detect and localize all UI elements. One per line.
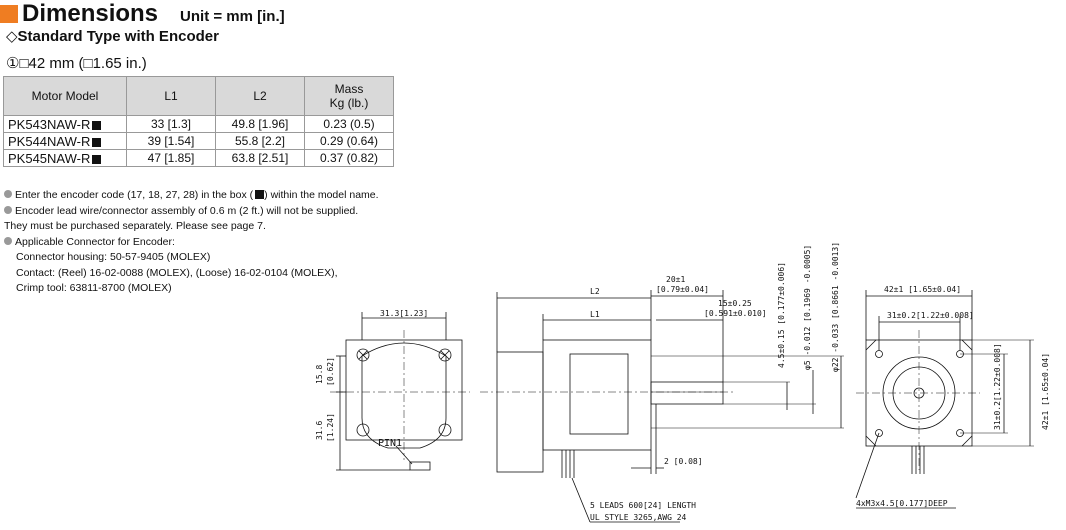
dim-158-in-label: [0.62] — [326, 357, 335, 386]
deep-leader — [855, 432, 880, 499]
l2-cell: 63.8 [2.51] — [215, 149, 305, 167]
code-box-icon — [92, 120, 102, 130]
side-view: L2 L1 20±1 [0.79±0.04] 15±0.25 [0.591±0.… — [480, 242, 844, 523]
dim-31-label: 31±0.2[1.22±0.008] — [887, 311, 974, 320]
tapped-hole-icon — [875, 350, 883, 358]
pin1-label: PIN1 — [378, 438, 402, 449]
mass-cell: 0.23 (0.5) — [304, 115, 394, 133]
col-mass: Mass Kg (lb.) — [304, 76, 394, 116]
table-header-row: Motor Model L1 L2 Mass Kg (lb.) — [3, 76, 394, 116]
dim-2-label: 2 [0.08] — [664, 457, 703, 466]
model-name: PK544NAW-R — [8, 133, 91, 149]
note-item: Connector housing: 50-57-9405 (MOLEX) — [16, 251, 211, 263]
l1-cell: 47 [1.85] — [126, 149, 216, 167]
header: Dimensions Unit = mm [in.] — [0, 0, 285, 28]
page-title: Dimensions — [22, 0, 159, 27]
flange-chamfers — [865, 339, 973, 447]
tapped-hole-icon — [875, 429, 883, 437]
lead-wires — [561, 450, 575, 478]
motor-stator-outline — [569, 353, 629, 435]
size-label: ①□42 mm (□1.65 in.) — [6, 55, 147, 72]
lead-leader — [571, 477, 591, 523]
dim-phi22-label: φ22 -0.033 [0.8661 -0.0013] — [831, 242, 840, 372]
mount-hole-icon — [356, 423, 370, 437]
mass-cell: 0.29 (0.64) — [304, 132, 394, 150]
dim-313-label: 31.3[1.23] — [380, 309, 428, 318]
notes: Enter the encoder code (17, 18, 27, 28) … — [4, 188, 379, 297]
encoder-housing-outline — [496, 351, 544, 473]
spec-table: Motor Model L1 L2 Mass Kg (lb.) PK543NAW… — [3, 76, 394, 167]
col-l2: L2 — [215, 76, 305, 116]
mount-hole-cross — [358, 350, 368, 360]
front-lead-wires — [911, 446, 925, 474]
dim-20-in-label: [0.79±0.04] — [656, 285, 709, 294]
motor-body-outline — [542, 339, 652, 451]
l2-label: L2 — [590, 287, 600, 296]
dim-42-label: 42±1 [1.65±0.04] — [884, 285, 961, 294]
table-row: PK545NAW-R 47 [1.85] 63.8 [2.51] 0.37 (0… — [3, 149, 394, 167]
dim-15-label: 15±0.25 — [718, 299, 752, 308]
leads-label-2: UL STYLE 3265,AWG 24 — [590, 513, 687, 522]
col-mass-unit: Kg (lb.) — [329, 96, 369, 110]
dim-45-label: 4.5±0.15 [0.177±0.006] — [777, 262, 786, 368]
subtitle: ◇Standard Type with Encoder — [6, 28, 219, 45]
leads-label-1: 5 LEADS 600[24] LENGTH — [590, 501, 696, 510]
model-cell: PK545NAW-R — [3, 149, 127, 167]
front-view: 42±1 [1.65±0.04] 31±0.2[1.22±0.008] 31±0… — [855, 285, 1050, 509]
l1-label: L1 — [590, 310, 600, 319]
encoder-flange-outline — [345, 339, 463, 441]
section-marker — [0, 5, 18, 23]
mount-hole-icon — [438, 423, 452, 437]
col-mass-label: Mass — [334, 82, 364, 96]
code-box-icon — [92, 154, 102, 164]
encoder-end-view: 31.3[1.23] 15.8 [0.62] 31.6 [1.24] PIN1 — [315, 309, 470, 471]
code-box-icon — [92, 137, 102, 147]
shaft-outline — [650, 381, 724, 405]
note-item: Crimp tool: 63811-8700 (MOLEX) — [16, 282, 172, 294]
mount-hole-cross — [440, 350, 450, 360]
dim-42v-label: 42±1 [1.65±0.04] — [1041, 353, 1050, 430]
dim-20-label: 20±1 — [666, 275, 685, 284]
note-item: Encoder lead wire/connector assembly of … — [4, 204, 379, 220]
connector-outline — [409, 461, 431, 471]
table-row: PK543NAW-R 33 [1.3] 49.8 [1.96] 0.23 (0.… — [3, 115, 394, 133]
dim-316-in-label: [1.24] — [326, 413, 335, 442]
bullet-icon — [4, 205, 12, 214]
deep-label: 4xM3x4.5[0.177]DEEP — [856, 499, 948, 508]
mount-hole-icon — [356, 348, 370, 362]
unit-label: Unit = mm [in.] — [180, 8, 285, 25]
model-name: PK545NAW-R — [8, 150, 91, 166]
bullet-icon — [4, 236, 12, 245]
note-item: Enter the encoder code (17, 18, 27, 28) … — [4, 188, 379, 204]
bullet-icon — [4, 190, 12, 198]
code-box-icon — [255, 190, 265, 199]
note-item: Contact: (Reel) 16-02-0088 (MOLEX), (Loo… — [16, 266, 338, 279]
note-item: Applicable Connector for Encoder: — [4, 235, 379, 251]
dim-phi5-label: φ5 -0.012 [0.1969 -0.0005] — [803, 245, 812, 370]
dim-15-in-label: [0.591±0.010] — [704, 309, 767, 318]
col-l1: L1 — [126, 76, 216, 116]
note-item: They must be purchased separately. Pleas… — [4, 220, 266, 232]
model-cell: PK544NAW-R — [3, 132, 127, 150]
mass-cell: 0.37 (0.82) — [304, 149, 394, 167]
dim-31v-label: 31±0.2[1.22±0.008] — [993, 343, 1002, 430]
dim-316-label: 31.6 — [315, 421, 324, 440]
dim-158-label: 15.8 — [315, 365, 324, 384]
l2-cell: 49.8 [1.96] — [215, 115, 305, 133]
l1-cell: 33 [1.3] — [126, 115, 216, 133]
mount-hole-icon — [438, 348, 452, 362]
model-name: PK543NAW-R — [8, 116, 91, 132]
